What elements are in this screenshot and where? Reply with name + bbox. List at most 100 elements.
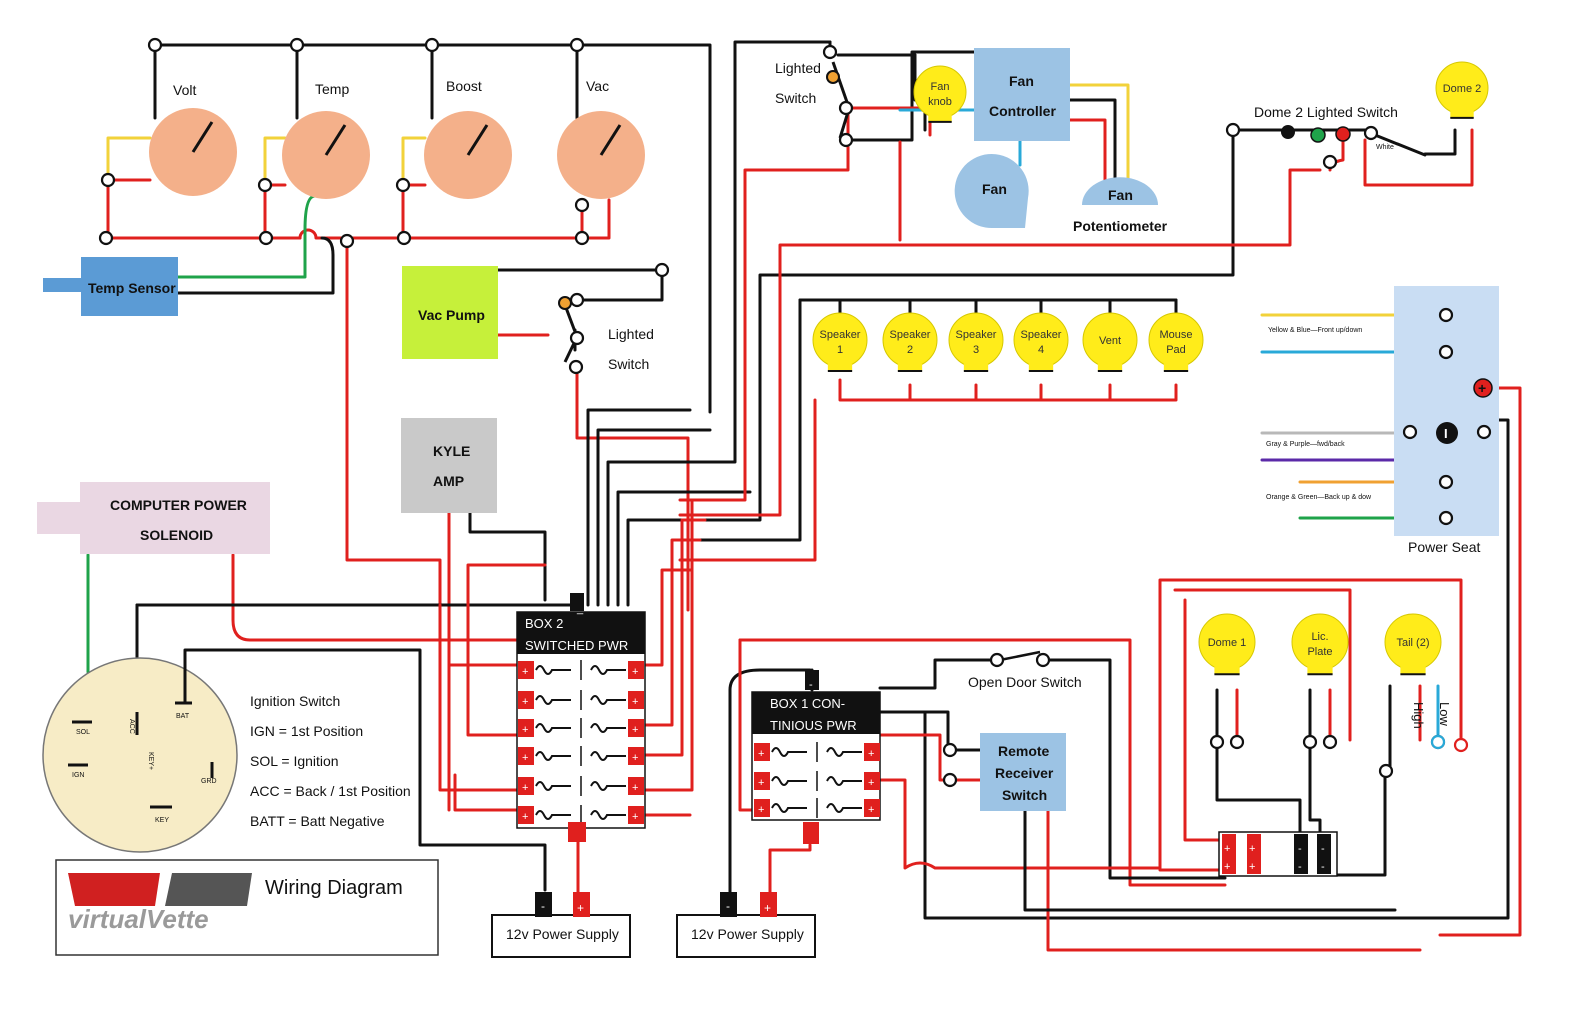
bulb-label-line1: Speaker (956, 329, 997, 341)
fuse-terminal (754, 772, 770, 790)
fuse-element (535, 665, 571, 675)
bulb-base (1163, 354, 1189, 372)
power-supply-box (491, 914, 631, 958)
legend-line: SOL = Ignition (250, 753, 339, 769)
fuse-box-top-mark: _ (576, 603, 584, 615)
logo-wordmark: virtualVette (68, 904, 209, 934)
fuse-element (590, 810, 626, 820)
gauge-needle (599, 124, 622, 156)
power-supply-pos-terminal (760, 892, 777, 917)
fuse-element (590, 751, 626, 761)
solenoid-label-line2: SOLENOID (140, 527, 213, 543)
wire-terminal (1225, 122, 1241, 138)
fuse-element (826, 803, 862, 813)
fuse-terminal (864, 799, 880, 817)
fuse-terminal (628, 691, 644, 709)
fuse-element (535, 723, 571, 733)
fuse-terminal (628, 806, 644, 824)
switch-label-line1: Lighted (608, 326, 654, 342)
fuse-element (535, 810, 571, 820)
fuse-box-header (517, 612, 645, 654)
terminal-bat-label: BAT (176, 713, 190, 720)
fuse-plus-mark: + (522, 782, 528, 794)
bulb-label-line1: Speaker (1021, 329, 1062, 341)
power-seat-plus: + (1478, 380, 1486, 396)
bulb-label-line2: 4 (1038, 344, 1044, 356)
vac-pump: Vac Pump (402, 266, 498, 359)
wire-terminal (838, 100, 854, 116)
fan-potentiometer: Fan Potentiometer (1073, 177, 1168, 234)
fuse-plus-mark: + (632, 782, 638, 794)
wire-terminal (942, 742, 958, 758)
bulb-label-line1: Dome 1 (1208, 637, 1247, 649)
fan-lighted-switch: Lighted Switch (775, 60, 850, 139)
wire-terminal (396, 230, 412, 246)
power-supply-neg-terminal (720, 892, 737, 917)
fuse-box-1: - BOX 1 CON- TINIOUS PWR ++++++ (751, 670, 881, 844)
fuse-element (590, 665, 626, 675)
open-door-switch: Open Door Switch (968, 650, 1082, 690)
ignition-body (42, 657, 238, 853)
legend-line: BATT = Batt Negative (250, 813, 385, 829)
wire-terminal (1363, 125, 1379, 141)
potentiometer-caption: Potentiometer (1073, 218, 1168, 234)
diagram-title: Wiring Diagram (265, 877, 403, 899)
remote-label-line1: Remote (998, 743, 1050, 759)
wire-terminal (1322, 734, 1338, 750)
fan-controller-body (974, 48, 1070, 141)
gauge-temp: Temp (282, 81, 370, 199)
switch-label-line1: Lighted (775, 60, 821, 76)
rear-bus-positive (1222, 834, 1236, 874)
wire-terminal (989, 652, 1005, 668)
wire-terminal (822, 44, 838, 60)
fuse-plus-mark: + (522, 724, 528, 736)
fuse-terminal (628, 777, 644, 795)
fuse-plus-mark: + (632, 724, 638, 736)
fuse-terminal (518, 806, 534, 824)
bulb-label-line2: 1 (837, 344, 843, 356)
wire-terminal (1476, 424, 1492, 440)
fan: Fan (954, 154, 1029, 229)
fuse-element (771, 776, 807, 786)
vac-pump-label: Vac Pump (418, 307, 485, 323)
terminal-keyplus-label: KEY+ (147, 752, 154, 770)
wire-terminal (1035, 652, 1051, 668)
switch-label-line2: Switch (775, 90, 816, 106)
bulb-base (1400, 657, 1426, 675)
fuse-terminal (518, 661, 534, 679)
bulb-speaker: Speaker 4 (1013, 312, 1069, 373)
dome2-lighted-switch: Dome 2 Lighted Switch White (1254, 104, 1398, 151)
legend-line: IGN = 1st Position (250, 723, 363, 739)
fuse-element (826, 747, 862, 757)
power-supply-pos: + (577, 901, 584, 915)
wire-terminal (568, 359, 584, 375)
fuse-row: ++ (518, 690, 644, 710)
bulb-base (963, 354, 989, 372)
remote-label-line2: Receiver (995, 765, 1054, 781)
remote-body (980, 733, 1066, 811)
solenoid-body (80, 482, 270, 554)
temp-sensor-label: Temp Sensor (88, 280, 176, 296)
power-seat-positive-terminal (1473, 378, 1493, 398)
switch-terminal-black (1281, 125, 1295, 139)
fuse-element (771, 803, 807, 813)
fuse-terminal (864, 772, 880, 790)
fuse-plus-mark: + (868, 748, 874, 760)
bulb-base (1450, 102, 1474, 118)
dome2-wire-label: White (1376, 144, 1394, 151)
fuse-plus-mark: + (522, 811, 528, 823)
gauge-needle (324, 124, 347, 156)
fuse-plus-mark: + (758, 748, 764, 760)
fuse-element (771, 747, 807, 757)
rear-bus-negative (1317, 834, 1331, 874)
bulb-label-line1: Tail (2) (1396, 637, 1429, 649)
wire-terminal (1402, 424, 1418, 440)
fuse-terminal (518, 777, 534, 795)
title-box: virtualVette Wiring Diagram (55, 859, 439, 956)
bulb-label-line1: Dome 2 (1443, 83, 1482, 95)
power-seat-wire-label: Orange & Green—Back up & dow (1266, 494, 1372, 501)
logo-flag-checkered (165, 873, 252, 906)
